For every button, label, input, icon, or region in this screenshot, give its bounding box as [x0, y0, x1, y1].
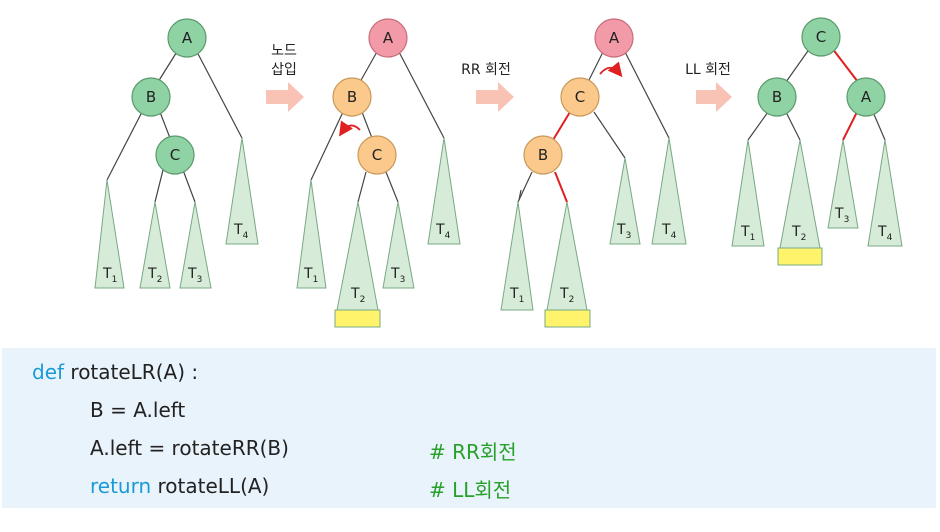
step-label-rr: RR 회전 [461, 62, 511, 78]
subtree-t4 [651, 137, 687, 245]
arrow-right-icon [476, 82, 514, 112]
node-c-label: C [816, 28, 826, 46]
node-c-label: C [575, 88, 585, 106]
subtree-t1-label: T1 [740, 224, 755, 243]
node-c-label: C [372, 146, 382, 164]
subtree-t2 [139, 201, 171, 289]
node-c-label: C [170, 146, 180, 164]
avl-lr-rotation-diagram: T1 T2 T3 T4 A B C 노드 삽입 [94, 17, 903, 328]
subtree-t2-label: T2 [559, 286, 574, 305]
code-text: rotateLL(A) [151, 474, 270, 498]
node-c [155, 135, 195, 175]
node-b [332, 77, 372, 117]
subtree-t4 [427, 137, 461, 245]
code-block: def rotateLR(A) : B = A.left A.left = ro… [2, 348, 936, 508]
subtree-t3 [382, 201, 415, 289]
node-b [523, 135, 563, 175]
rotate-left-icon [339, 120, 361, 137]
keyword-return: return [90, 474, 152, 498]
node-b [131, 77, 171, 117]
subtree-t2-label: T2 [350, 286, 365, 305]
tree-2: T1 T2 T3 T4 A B C [296, 18, 461, 328]
arrow-right-icon [696, 82, 732, 112]
step-label-insert-line2: 삽입 [271, 62, 297, 78]
subtree-t3 [609, 157, 641, 245]
subtree-t1 [296, 179, 327, 289]
subtree-t4-label: T4 [877, 224, 893, 243]
node-a-label: A [609, 29, 620, 47]
step-label-insert-line1: 노드 [271, 43, 297, 59]
code-comment-ll: # LL회전 [429, 478, 512, 502]
subtree-t1-label: T1 [509, 286, 524, 305]
subtree-t4-label: T4 [435, 222, 451, 241]
node-c [560, 77, 600, 117]
code-text: B = A.left [90, 398, 186, 422]
code-line-2: B = A.left [90, 398, 185, 422]
node-b-label: B [538, 146, 548, 164]
subtree-t1 [731, 139, 765, 247]
code-text: rotateLR(A) : [64, 360, 199, 384]
step-arrow-ll: LL 회전 [685, 62, 732, 112]
code-line-3: A.left = rotateRR(B) [90, 436, 289, 460]
tree-1: T1 T2 T3 T4 A B C [94, 18, 259, 289]
code-line-4: return rotateLL(A) [90, 474, 269, 498]
node-a [167, 18, 207, 58]
node-a-label: A [182, 29, 193, 47]
step-arrow-insert: 노드 삽입 [266, 43, 304, 112]
node-a-label: A [383, 29, 394, 47]
subtree-t4-label: T4 [661, 222, 677, 241]
node-a [594, 18, 634, 58]
subtree-t3 [179, 201, 212, 289]
node-b-label: B [347, 88, 357, 106]
subtree-t3-label: T3 [616, 222, 631, 241]
subtree-t1-label: T1 [303, 266, 318, 285]
subtree-t3-label: T3 [187, 266, 202, 285]
arrow-right-icon [266, 82, 304, 112]
code-comment-rr: # RR회전 [429, 440, 517, 464]
tree-3: T1 T2 T3 T4 A C B [500, 18, 687, 328]
subtree-t1-label: T1 [102, 266, 117, 285]
step-label-ll: LL 회전 [685, 62, 731, 78]
rotate-right-icon [599, 61, 623, 78]
inserted-node-highlight [544, 309, 591, 328]
subtree-t4 [867, 139, 903, 247]
subtree-t1 [500, 201, 534, 311]
subtree-t4 [225, 137, 259, 245]
node-b-label: B [772, 88, 782, 106]
step-arrow-rr: RR 회전 [461, 62, 514, 112]
node-c [357, 135, 397, 175]
node-a [368, 18, 408, 58]
node-b-label: B [146, 88, 156, 106]
subtree-t2-label: T2 [791, 224, 806, 243]
subtree-t3-label: T3 [390, 266, 405, 285]
code-line-1: def rotateLR(A) : [32, 360, 198, 384]
tree-4: T1 T2 T3 T4 C B A [731, 17, 903, 266]
inserted-node-highlight [334, 309, 381, 328]
subtree-t4-label: T4 [233, 222, 249, 241]
node-a-label: A [861, 88, 872, 106]
node-b [757, 77, 797, 117]
inserted-node-highlight [777, 247, 823, 266]
subtree-t1 [94, 179, 125, 289]
subtree-t3-label: T3 [834, 206, 849, 225]
keyword-def: def [32, 360, 65, 384]
code-text: A.left = rotateRR(B) [90, 436, 289, 460]
subtree-t3 [827, 139, 859, 229]
node-a [846, 77, 886, 117]
node-c [801, 17, 841, 57]
subtree-t2-label: T2 [147, 266, 162, 285]
